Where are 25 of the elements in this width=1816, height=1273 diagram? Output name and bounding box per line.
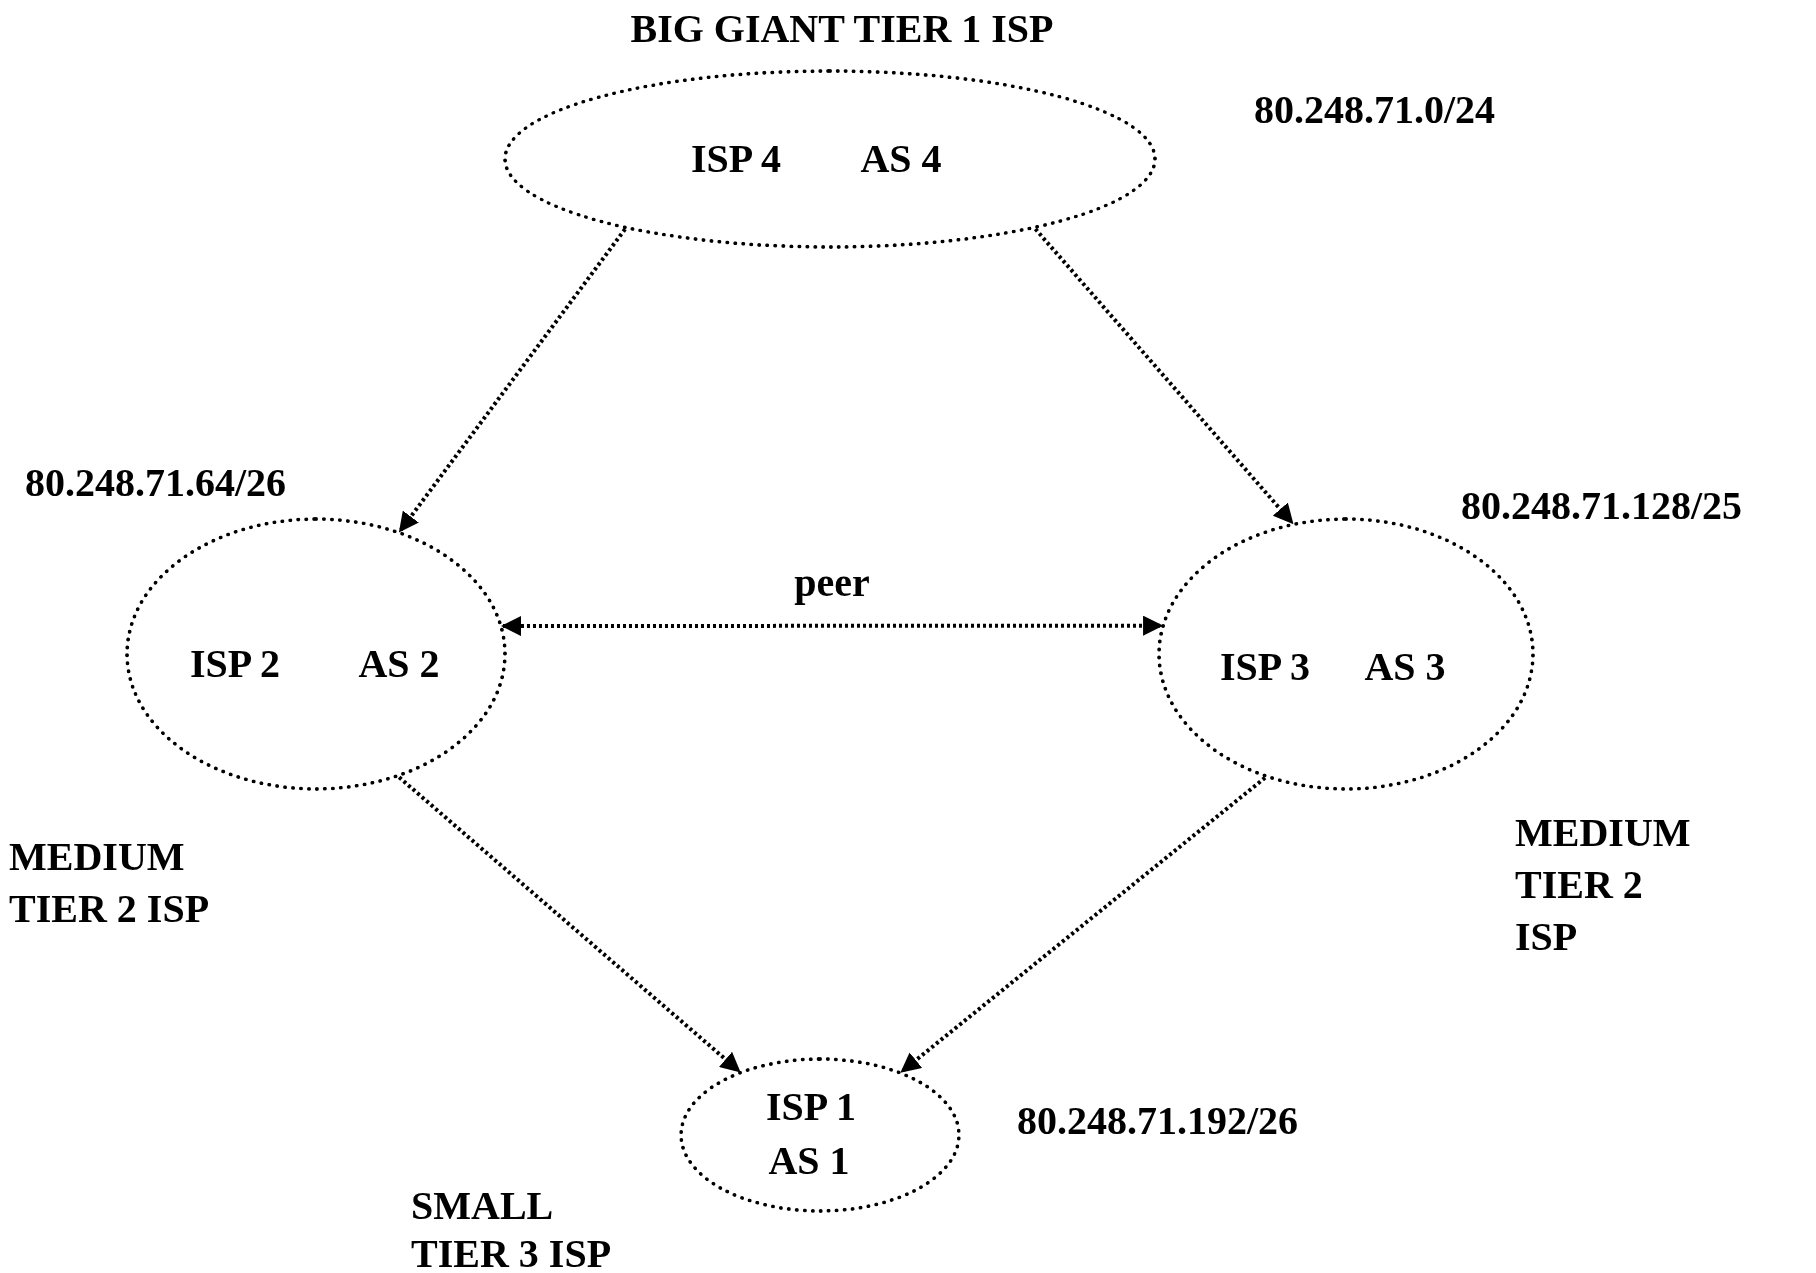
node-annotation: BIG GIANT TIER 1 ISP [630, 5, 1054, 53]
node-label: ISP 4 [691, 136, 781, 182]
isp-ellipse [503, 69, 1157, 249]
node-label: AS 1 [768, 1138, 850, 1184]
node-label: ISP 2 [190, 641, 280, 687]
node-label: ISP 3 [1220, 644, 1310, 690]
isp-ellipse [1157, 517, 1535, 791]
node-label: AS 4 [860, 136, 942, 182]
node-annotation: 80.248.71.0/24 [1254, 86, 1496, 134]
isp-ellipse [125, 517, 507, 791]
node-label: ISP 1 [766, 1084, 856, 1130]
node-annotation: MEDIUM TIER 2 ISP [9, 833, 211, 933]
isp-ellipse [679, 1057, 961, 1213]
node-annotation: 80.248.71.64/26 [25, 459, 287, 507]
arrow [397, 775, 741, 1073]
node-annotation: 80.248.71.192/26 [1017, 1097, 1299, 1145]
node-label: AS 2 [358, 641, 440, 687]
node-annotation: 80.248.71.128/25 [1461, 482, 1743, 530]
arrow [1033, 227, 1294, 525]
arrow [501, 615, 1164, 637]
arrow [900, 776, 1267, 1074]
node-annotation: MEDIUM TIER 2 ISP [1515, 809, 1692, 961]
node-label: AS 3 [1364, 644, 1446, 690]
arrow [398, 227, 627, 533]
node-annotation: SMALL TIER 3 ISP [411, 1182, 613, 1273]
